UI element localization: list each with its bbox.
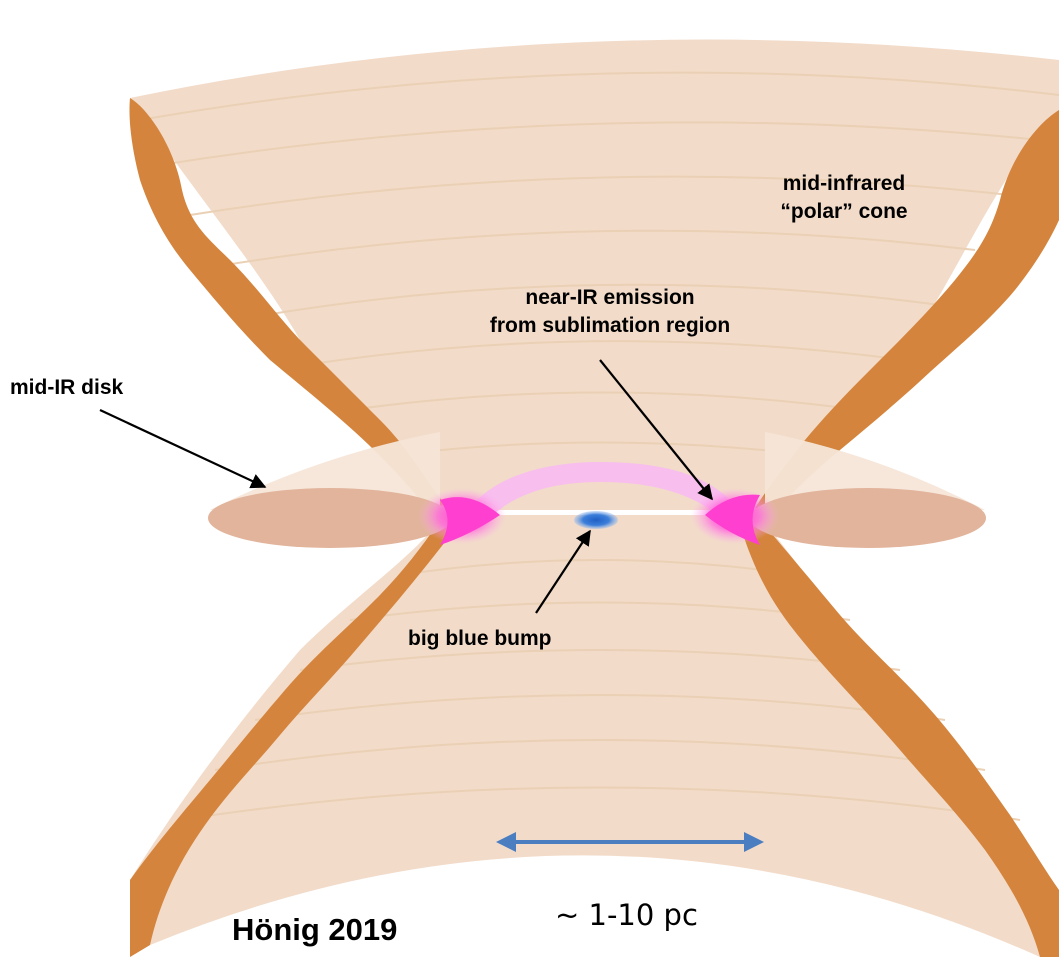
mid-ir-disk-left	[208, 488, 452, 548]
arrow-near-ir	[599, 359, 713, 501]
near-ir-label-line1: near-IR emission	[525, 286, 695, 309]
sublimation-core-left	[440, 497, 500, 545]
cone-layer-lines	[139, 71, 1059, 821]
lower-right-cone-wall	[740, 520, 1059, 957]
arrow-big-blue-bump	[535, 529, 591, 614]
upper-left-cone-wall	[129, 98, 445, 510]
scale-label: ~ 1-10 pc	[555, 898, 698, 932]
sublimation-arc	[470, 462, 730, 528]
polar-cone-label: mid-infrared “polar” cone	[734, 170, 954, 226]
big-blue-bump	[574, 511, 618, 529]
citation-label: Hönig 2019	[232, 912, 398, 947]
upper-cone	[130, 39, 1059, 510]
arrow-mid-ir-disk	[99, 409, 267, 489]
sublimation-core-right	[705, 494, 760, 545]
mid-ir-disk-right	[750, 488, 986, 548]
mid-ir-disk-label: mid-IR disk	[10, 376, 124, 399]
upper-right-cone-wall	[755, 110, 1059, 512]
polar-cone-label-line1: mid-infrared	[782, 172, 906, 195]
near-ir-label-line2: from sublimation region	[489, 314, 731, 337]
near-ir-label: near-IR emission from sublimation region	[430, 284, 790, 340]
lower-left-cone-wall	[130, 520, 458, 957]
polar-cone-label-line2: “polar” cone	[780, 200, 908, 223]
big-blue-bump-label: big blue bump	[408, 627, 552, 650]
